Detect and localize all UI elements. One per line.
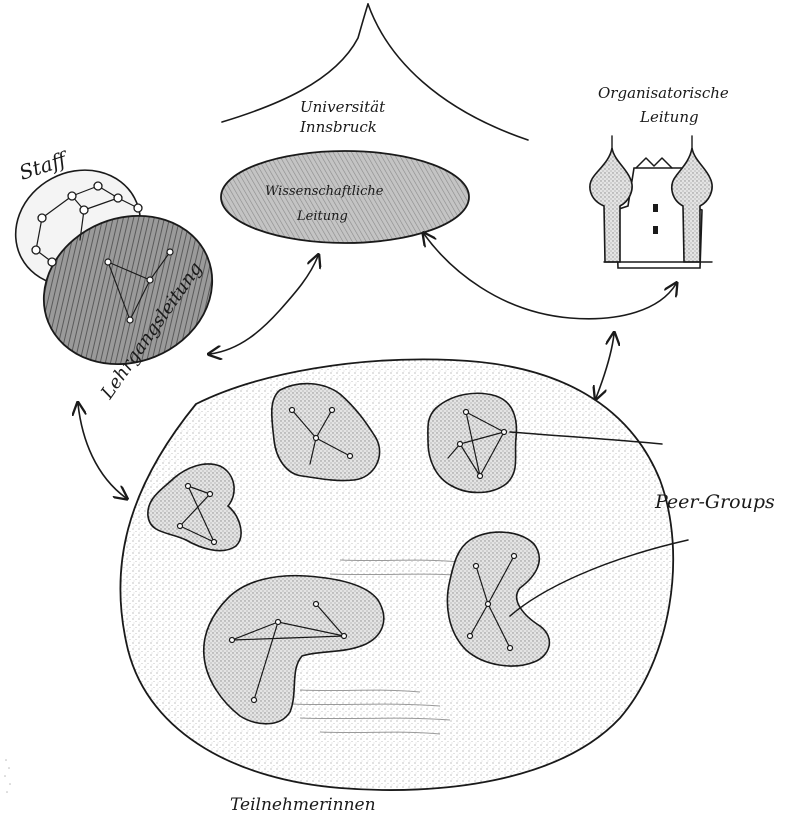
university-label: Universität Innsbruck [299, 98, 386, 136]
scientific-management-ellipse: Wissenschaftliche Leitung [221, 151, 469, 243]
scientific-management-label-line2: Leitung [296, 209, 348, 224]
university-label-line2: Innsbruck [299, 118, 377, 136]
university-label-line1: Universität [300, 98, 386, 116]
participants-label: Teilnehmerinnen [230, 795, 376, 815]
arrow-organisational-participants [596, 334, 614, 398]
organisational-management-label-line1: Organisatorische [598, 84, 729, 102]
castle-icon [590, 136, 712, 268]
scan-marks [4, 759, 11, 793]
peer-group-3 [428, 393, 517, 492]
organisational-management-label-line2: Leitung [639, 108, 699, 126]
participants-ellipse [120, 359, 673, 790]
scientific-management-label-line1: Wissenschaftliche [265, 184, 384, 199]
course-management-cluster: Staff Lehrgangsleitung [0, 146, 235, 404]
organisational-management-label: Organisatorische Leitung [598, 84, 729, 126]
arrow-course-scientific [210, 256, 318, 354]
arrow-course-participants [78, 404, 126, 498]
peer-groups-label: Peer-Groups [654, 491, 775, 513]
